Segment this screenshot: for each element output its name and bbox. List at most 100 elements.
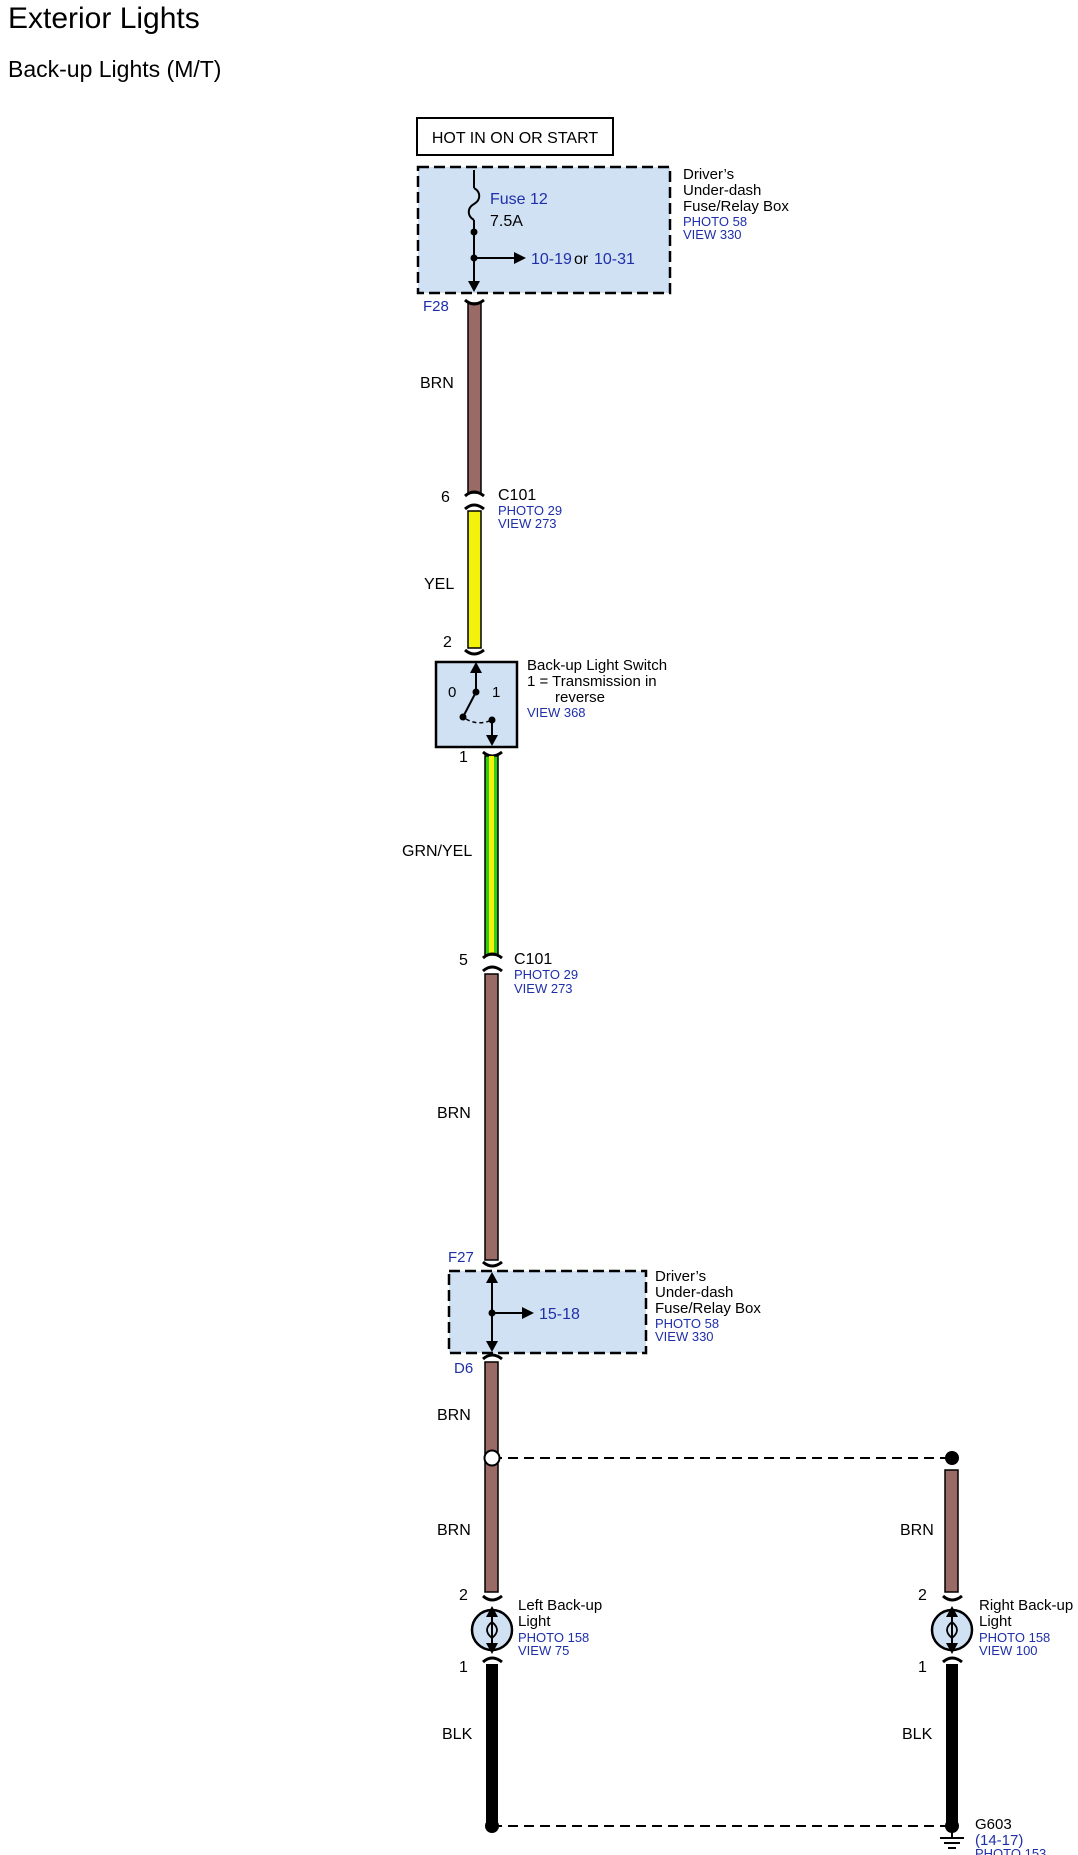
fuse-box-bottom-name-line1: Driver’s bbox=[655, 1268, 706, 1285]
connector-cap-icon bbox=[464, 490, 485, 498]
switch-position-1: 1 bbox=[492, 684, 500, 701]
right-light-view-link[interactable]: VIEW 100 bbox=[979, 1643, 1038, 1658]
right-light-photo-link[interactable]: PHOTO 158 bbox=[979, 1630, 1050, 1645]
arrow-down-icon bbox=[468, 281, 480, 292]
ground-name: G603 bbox=[975, 1816, 1012, 1833]
c101b-photo-link[interactable]: PHOTO 29 bbox=[514, 967, 578, 982]
left-branch-color-label: BRN bbox=[437, 1522, 471, 1539]
right-light-name-line2: Light bbox=[979, 1613, 1012, 1630]
arrow-right-icon bbox=[514, 252, 526, 264]
switch-desc-line1: 1 = Transmission in bbox=[527, 673, 657, 690]
wire-grn-yel-tracer bbox=[489, 756, 494, 955]
arrow-down-icon bbox=[946, 1643, 958, 1654]
connector-cap-icon bbox=[464, 298, 485, 306]
wire-yel bbox=[467, 510, 482, 649]
ref-link-1031[interactable]: 10-31 bbox=[594, 251, 635, 268]
c101a-photo-link[interactable]: PHOTO 29 bbox=[498, 503, 562, 518]
switch-blade bbox=[462, 691, 477, 718]
fuse-box-photo-link[interactable]: PHOTO 58 bbox=[683, 214, 747, 229]
ref-or: or bbox=[574, 251, 589, 268]
splice-dot-right bbox=[945, 1451, 959, 1465]
connector-cap-icon bbox=[482, 1594, 503, 1602]
left-ground-color-label: BLK bbox=[442, 1726, 473, 1743]
connector-cap-icon bbox=[482, 965, 503, 973]
left-light-pin-in: 2 bbox=[459, 1587, 468, 1604]
switch-name: Back-up Light Switch bbox=[527, 657, 667, 674]
wire-brn-1 bbox=[467, 302, 482, 494]
fuse-junction-dot bbox=[470, 228, 478, 236]
terminal-f27: F27 bbox=[448, 1249, 474, 1266]
arrow-up-icon bbox=[486, 1272, 498, 1283]
right-bulb-filament-icon bbox=[946, 1621, 958, 1640]
fuse-box-top bbox=[416, 165, 672, 295]
connector-cap-icon bbox=[482, 1656, 503, 1664]
fuse-box-bottom-name-line3: Fuse/Relay Box bbox=[655, 1300, 761, 1317]
connector-cap-icon bbox=[942, 1594, 963, 1602]
fuse-name: Fuse 12 bbox=[490, 191, 548, 208]
c101a-pin: 6 bbox=[441, 489, 450, 506]
switch-position-0: 0 bbox=[448, 684, 456, 701]
switch-view-link[interactable]: VIEW 368 bbox=[527, 705, 586, 720]
backup-light-switch-box bbox=[434, 660, 519, 749]
right-light-name-line1: Right Back-up bbox=[979, 1597, 1073, 1614]
fuse-box-bottom bbox=[447, 1269, 648, 1355]
right-light-pin-out: 1 bbox=[918, 1659, 927, 1676]
ground-splice-dot-left bbox=[485, 1819, 499, 1833]
right-ground-color-label: BLK bbox=[902, 1726, 933, 1743]
fuse-box-name-line2: Under-dash bbox=[683, 182, 761, 199]
arrow-up-icon bbox=[486, 1606, 498, 1617]
power-label: HOT IN ON OR START bbox=[432, 130, 598, 147]
wire-blk-right bbox=[946, 1664, 958, 1822]
connector-cap-icon bbox=[482, 1260, 503, 1268]
switch-pin-out: 1 bbox=[459, 749, 468, 766]
c101b-pin: 5 bbox=[459, 952, 468, 969]
terminal-d6: D6 bbox=[454, 1360, 473, 1377]
right-light-pin-in: 2 bbox=[918, 1587, 927, 1604]
wire-brn-right bbox=[944, 1469, 959, 1593]
wire-blk-left bbox=[486, 1664, 498, 1822]
left-light-name-line1: Left Back-up bbox=[518, 1597, 602, 1614]
fuse-box-bottom-name-line2: Under-dash bbox=[655, 1284, 733, 1301]
connector-cap-icon bbox=[464, 503, 485, 511]
wire4-color-label: BRN bbox=[437, 1105, 471, 1122]
switch-desc-line2: reverse bbox=[555, 689, 605, 706]
left-light-view-link[interactable]: VIEW 75 bbox=[518, 1643, 569, 1658]
ground-photo-link[interactable]: PHOTO 153 bbox=[975, 1846, 1046, 1855]
fuse-amps: 7.5A bbox=[490, 213, 523, 230]
page-subtitle: Back-up Lights (M/T) bbox=[8, 56, 222, 82]
fuse-box-view-link[interactable]: VIEW 330 bbox=[683, 227, 742, 242]
switch-contact-0-dot bbox=[459, 713, 467, 721]
arrow-down-icon bbox=[486, 1341, 498, 1352]
splice-open-dot bbox=[483, 1449, 501, 1467]
power-label-box bbox=[416, 117, 614, 156]
connector-cap-icon bbox=[464, 648, 485, 656]
ref-link-1019[interactable]: 10-19 bbox=[531, 251, 572, 268]
fuse-box-bottom-photo-link[interactable]: PHOTO 58 bbox=[655, 1316, 719, 1331]
wire-brn-3 bbox=[484, 1361, 499, 1593]
c101a-name: C101 bbox=[498, 487, 536, 504]
ground-ref-link[interactable]: (14-17) bbox=[975, 1832, 1023, 1849]
left-light-photo-link[interactable]: PHOTO 158 bbox=[518, 1630, 589, 1645]
fuse-box-name-line3: Fuse/Relay Box bbox=[683, 198, 789, 215]
arrow-up-icon bbox=[946, 1606, 958, 1617]
wire3-color-label: GRN/YEL bbox=[402, 843, 472, 860]
c101b-view-link[interactable]: VIEW 273 bbox=[514, 981, 573, 996]
arrow-down-icon bbox=[486, 1643, 498, 1654]
c101a-view-link[interactable]: VIEW 273 bbox=[498, 516, 557, 531]
c101b-name: C101 bbox=[514, 951, 552, 968]
terminal-f28: F28 bbox=[423, 298, 449, 315]
wire1-color-label: BRN bbox=[420, 375, 454, 392]
page-title: Exterior Lights bbox=[8, 2, 200, 35]
fuse-box-bottom-view-link[interactable]: VIEW 330 bbox=[655, 1329, 714, 1344]
left-bulb-filament-icon bbox=[486, 1621, 498, 1640]
arrow-down-icon bbox=[486, 735, 498, 746]
fuse-symbol-icon bbox=[467, 187, 481, 221]
connector-cap-icon bbox=[942, 1656, 963, 1664]
ref-link-1518[interactable]: 15-18 bbox=[539, 1306, 580, 1323]
left-light-name-line2: Light bbox=[518, 1613, 551, 1630]
connector-cap-icon bbox=[482, 952, 503, 960]
switch-pin-in: 2 bbox=[443, 634, 452, 651]
right-branch-color-label: BRN bbox=[900, 1522, 934, 1539]
arrow-up-icon bbox=[470, 662, 482, 673]
